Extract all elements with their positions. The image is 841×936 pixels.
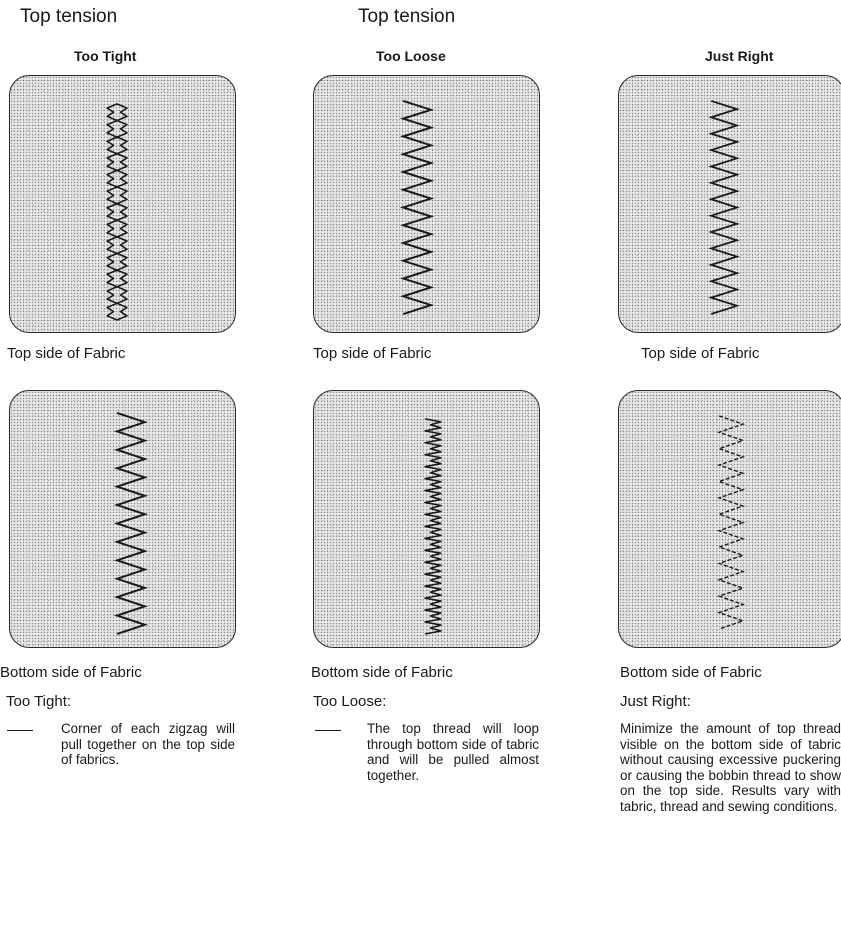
fabric-top-panel — [618, 75, 841, 333]
column-too-tight: Top tension Too Tight Top side of Fabric… — [0, 0, 260, 936]
fabric-top-panel — [9, 75, 236, 333]
column-heading: Top tension — [20, 6, 118, 27]
right-top-stitch — [708, 100, 740, 315]
loose-bottom-stitch — [424, 418, 442, 635]
condition-label: Too Loose: — [313, 693, 387, 710]
condition-description: Minimize the amount of top thread visibl… — [620, 721, 841, 814]
column-subheading: Too Tight — [74, 48, 137, 64]
right-bottom-stitch — [716, 415, 746, 630]
fabric-bottom-panel — [313, 390, 540, 648]
fabric-bottom-panel — [9, 390, 236, 648]
condition-description: The top thread will loop through bottom … — [367, 721, 539, 783]
condition-description: Corner of each zigzag will pull together… — [61, 721, 235, 768]
bottom-side-caption: Bottom side of Fabric — [620, 664, 762, 681]
column-subheading: Too Loose — [376, 48, 446, 64]
condition-label: Just Right: — [620, 693, 691, 710]
top-side-caption: Top side of Fabric — [641, 345, 760, 362]
tight-top-stitch — [106, 103, 128, 321]
column-heading: Top tension — [358, 6, 456, 27]
top-side-caption: Top side of Fabric — [7, 345, 126, 362]
bullet-dash — [7, 730, 33, 731]
column-just-right: Just Right Top side of Fabric Bottom sid… — [606, 0, 841, 936]
tight-bottom-stitch — [113, 412, 148, 635]
bottom-side-caption: Bottom side of Fabric — [311, 664, 453, 681]
column-too-loose: Top tension Too Loose Top side of Fabric… — [306, 0, 566, 936]
top-side-caption: Top side of Fabric — [313, 345, 432, 362]
fabric-bottom-panel — [618, 390, 841, 648]
bullet-dash — [315, 730, 341, 731]
column-subheading: Just Right — [705, 48, 774, 64]
fabric-top-panel — [313, 75, 540, 333]
loose-top-stitch — [399, 99, 435, 315]
condition-label: Too Tight: — [6, 693, 72, 710]
bottom-side-caption: Bottom side of Fabric — [0, 664, 142, 681]
